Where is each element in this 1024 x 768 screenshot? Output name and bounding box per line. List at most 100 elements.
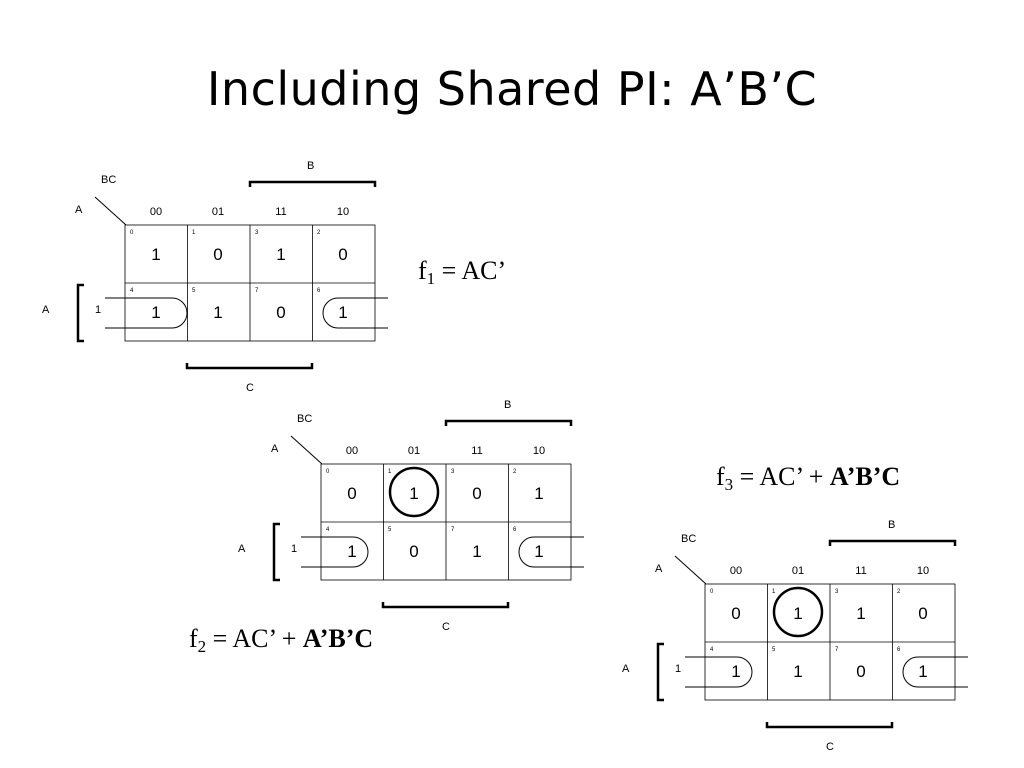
kmap-1: BC A B C A 1 00 01 11 10 0 1 3 2 4 5 7 6… (42, 160, 388, 394)
cell-value: 1 (276, 245, 285, 264)
minterm-index: 4 (710, 647, 714, 653)
b-label: B (307, 160, 314, 172)
col-header: 10 (917, 565, 929, 577)
cell-value: 1 (918, 662, 927, 681)
cell-value: 1 (338, 303, 347, 322)
cell-value: 0 (856, 662, 865, 681)
wrap-loop-right (322, 297, 388, 329)
minterm-index: 2 (513, 469, 517, 475)
cell-value: 1 (534, 542, 543, 561)
cell-value: 0 (472, 484, 481, 503)
a-corner-label: A (271, 443, 279, 455)
b-bracket (828, 539, 957, 546)
minterm-index: 2 (317, 230, 321, 236)
equation-f1: f1 = AC’ (418, 256, 507, 288)
cell-value: 1 (534, 484, 543, 503)
minterm-index: 0 (326, 469, 330, 475)
a-corner-label: A (655, 563, 663, 575)
c-bracket (381, 602, 510, 609)
minterm-index: 7 (451, 527, 455, 533)
row1-label: 1 (675, 663, 681, 675)
c-label: C (442, 621, 450, 633)
row1-label: 1 (95, 304, 101, 316)
col-header: 00 (150, 206, 162, 218)
a-side-label: A (42, 304, 50, 316)
minterm-index: 0 (710, 589, 714, 595)
c-bracket (185, 363, 314, 370)
cell-value: 1 (213, 303, 222, 322)
cell-value: 1 (409, 484, 418, 503)
c-bracket (765, 722, 894, 729)
wrap-loop-left (301, 536, 369, 568)
minterm-index: 4 (130, 288, 134, 294)
equation-f2: f2 = AC’ + A’B’C (189, 624, 374, 656)
kmap-2: BC A B C A 1 00 01 11 10 0 1 3 2 4 5 7 6… (238, 399, 584, 633)
minterm-index: 7 (835, 647, 839, 653)
minterm-index: 1 (192, 230, 196, 236)
minterm-index: 6 (513, 527, 517, 533)
wrap-loop-left (685, 656, 753, 688)
a-bracket (76, 283, 84, 343)
minterm-index: 3 (835, 589, 839, 595)
a-bracket (656, 642, 664, 702)
cell-value: 1 (793, 662, 802, 681)
wrap-loop-left (105, 297, 188, 329)
cell-value: 1 (472, 542, 481, 561)
minterm-index: 1 (772, 589, 776, 595)
b-label: B (504, 399, 511, 411)
col-header: 00 (730, 565, 742, 577)
minterm-index: 5 (192, 288, 196, 294)
col-header: 01 (792, 565, 804, 577)
b-label: B (888, 519, 895, 531)
row1-label: 1 (291, 543, 297, 555)
minterm-index: 1 (388, 469, 392, 475)
bc-label: BC (681, 533, 696, 545)
cell-value: 0 (731, 604, 740, 623)
b-bracket (444, 419, 573, 426)
a-side-label: A (238, 543, 246, 555)
col-header: 01 (212, 206, 224, 218)
cell-value: 1 (793, 604, 802, 623)
bc-label: BC (101, 174, 116, 186)
wrap-loop-right (902, 656, 968, 688)
cell-value: 0 (409, 542, 418, 561)
cell-value: 0 (347, 484, 356, 503)
corner-diagonal (674, 555, 707, 585)
cell-value: 0 (338, 245, 347, 264)
cell-value: 0 (213, 245, 222, 264)
cell-value: 1 (151, 245, 160, 264)
corner-diagonal (290, 435, 323, 465)
cell-value: 1 (151, 303, 160, 322)
corner-diagonal (94, 196, 127, 226)
kmap-3: BC A B C A 1 00 01 11 10 0 1 3 2 4 5 7 6… (622, 519, 968, 753)
b-bracket (248, 180, 377, 187)
minterm-index: 5 (772, 647, 776, 653)
cell-value: 1 (731, 662, 740, 681)
col-header: 10 (533, 445, 545, 457)
equation-f3: f3 = AC’ + A’B’C (716, 462, 901, 494)
cell-value: 1 (347, 542, 356, 561)
cell-value: 1 (856, 604, 865, 623)
minterm-index: 6 (317, 288, 321, 294)
a-bracket (272, 522, 280, 582)
col-header: 11 (275, 206, 286, 218)
a-side-label: A (622, 663, 630, 675)
minterm-index: 3 (255, 230, 259, 236)
wrap-loop-right (518, 536, 584, 568)
minterm-index: 7 (255, 288, 259, 294)
minterm-index: 4 (326, 527, 330, 533)
bc-label: BC (297, 413, 312, 425)
cell-value: 0 (276, 303, 285, 322)
col-header: 00 (346, 445, 358, 457)
shared-pi-circle (388, 466, 440, 518)
c-label: C (246, 382, 254, 394)
col-header: 01 (408, 445, 420, 457)
shared-pi-circle (772, 586, 824, 638)
minterm-index: 6 (897, 647, 901, 653)
col-header: 10 (337, 206, 349, 218)
minterm-index: 3 (451, 469, 455, 475)
c-label: C (826, 741, 834, 753)
a-corner-label: A (75, 204, 83, 216)
minterm-index: 2 (897, 589, 901, 595)
minterm-index: 0 (130, 230, 134, 236)
